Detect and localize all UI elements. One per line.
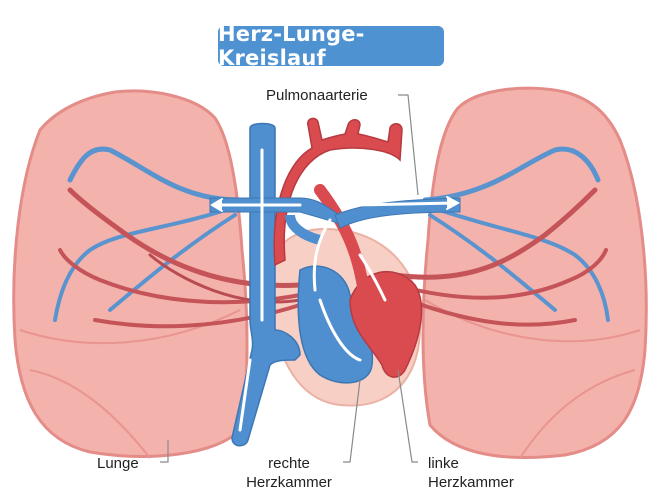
label-pulmonary-artery: Pulmonaarterie bbox=[266, 86, 368, 105]
label-right-ventricle-line2: Herzkammer bbox=[234, 473, 344, 492]
label-left-ventricle-line1: linke bbox=[428, 454, 538, 473]
label-left-ventricle: linke Herzkammer bbox=[428, 454, 538, 492]
label-lung: Lunge bbox=[97, 454, 139, 473]
label-right-ventricle: rechte Herzkammer bbox=[234, 454, 344, 492]
label-right-ventricle-line1: rechte bbox=[234, 454, 344, 473]
title-badge: Herz-Lunge-Kreislauf bbox=[218, 26, 444, 66]
label-left-ventricle-line2: Herzkammer bbox=[428, 473, 538, 492]
